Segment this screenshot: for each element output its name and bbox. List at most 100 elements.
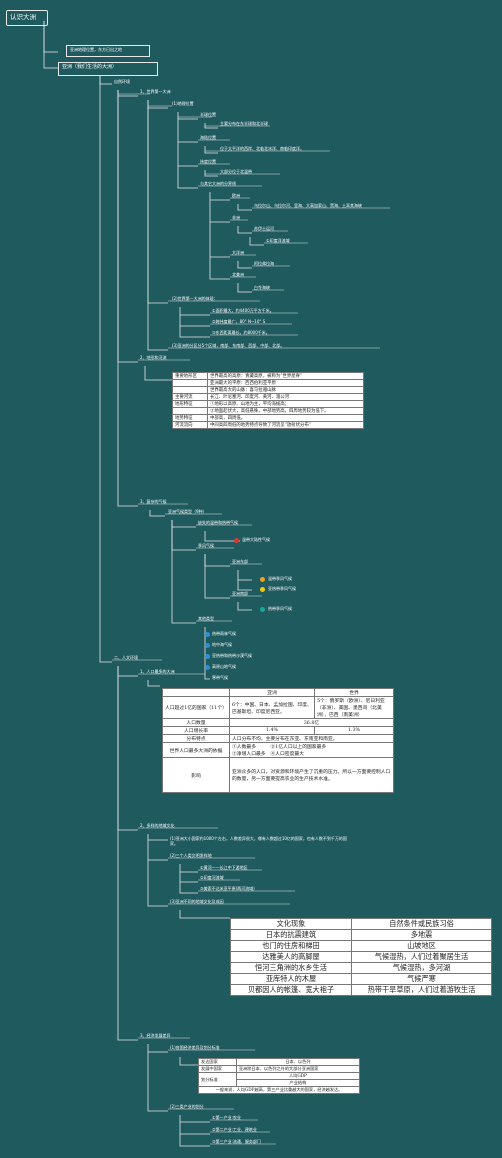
culture-row: 也门的住房和梯田山坡地区 (230, 940, 492, 952)
desert-dot (205, 654, 210, 659)
size-item-4: (3)亚洲的分区分5个区域，南部、东南部、西部、中部、北部。 (172, 343, 285, 348)
temperate-monsoon-dot (260, 577, 265, 582)
geo-note-node[interactable] (66, 45, 150, 57)
pop-head-0 (162, 688, 230, 697)
culture-cell-phenomenon: 也门的住房和梯田 (230, 940, 352, 952)
economy-e2c: ③第三产业:流通、服务部门 (212, 1139, 261, 1144)
pop-r6-label: 影响 (162, 757, 230, 793)
pop-r2-label: 人口数量 (162, 718, 230, 727)
terrain-cell-label: 地势特征 (172, 414, 208, 422)
pop-r3-label: 人口增长率 (162, 726, 230, 735)
terrain-row: ②地面起伏大，高低悬殊，中部地势高，四周地势较为低下。 (172, 407, 364, 415)
culture-row: 恒河三角洲的水乡生活气候湿热，多河湖 (230, 962, 492, 974)
pop-r1-label: 人口超过1亿的国家（11个） (162, 696, 230, 719)
terrain-cell-value: ②地面起伏大，高低悬殊，中部地势高，四周地势较为低下。 (207, 407, 364, 415)
terrain-cell-value: 中间高四周低的地势特点导致了河流呈“放射状分布” (207, 421, 364, 429)
pop-r1-world: 5个：俄罗斯（欧洲）、尼日利亚（非洲）、美国、墨西哥（北美洲）、巴西（南美洲） (314, 696, 394, 719)
pop-r5-label: 世界人口最多大洲的依据 (162, 742, 230, 758)
terrain-row: 重要地形区世界最高的高原：青藏高原，被称为“世界屋脊” (172, 372, 364, 380)
climate-o5: 寒带气候 (212, 675, 228, 680)
eco-r1-label: 发达国家 (198, 1058, 237, 1066)
size-item-3: ③东西距离最长，约8000千米。 (212, 330, 270, 335)
east-asia-label: 亚洲东部 (232, 559, 248, 564)
lat-title: 纬度位置 (200, 159, 216, 164)
culture-cell-phenomenon: 达雅美人的高脚屋 (230, 951, 352, 963)
half-title: 半球位置 (200, 112, 216, 117)
climate-o2: 地中海气候 (212, 642, 232, 647)
terrain-cell-label: 河流流向 (172, 421, 208, 429)
economy-e1: (1)各国经济差异及划分标准 (170, 1045, 220, 1050)
pop-head-world: 世界 (314, 688, 394, 697)
culture-cell-phenomenon: 日本的抗震建筑 (230, 929, 352, 941)
pop-r3-asia: 1.4% (229, 726, 315, 735)
population-table: 亚洲世界 人口超过1亿的国家（11个）6个：中国、日本、孟加拉国、印度、巴基斯坦… (162, 688, 394, 793)
terrain-cell-value: 世界最高的高原：青藏高原，被称为“世界屋脊” (207, 372, 364, 380)
culture-title: 2、多样的地域文化 (140, 823, 175, 828)
culture-c2c: ③美索不达米亚平原(两河流域) (200, 886, 255, 891)
culture-row: 日本的抗震建筑多地震 (230, 929, 492, 941)
namerica-label: 北美洲 (232, 272, 244, 277)
terrain-cell-label (172, 386, 208, 394)
culture-head-1: 自然条件或民族习俗 (351, 918, 492, 930)
economy-e2a: ①第一产业:农业 (212, 1115, 241, 1120)
culture-cell-cause: 气候湿热，人们过着聚居生活 (351, 951, 492, 963)
tropical-monsoon-dot (260, 607, 265, 612)
climate-m1: 温带季风气候 (268, 576, 292, 581)
eco-r2-value: 亚洲除日本、以色列之外的大部分亚洲国家 (235, 1065, 361, 1073)
asia-node[interactable] (58, 62, 158, 76)
culture-head-0: 文化现象 (230, 918, 352, 930)
climate-title: 3、复杂的气候 (140, 499, 167, 504)
economy-table: 发达国家日本、以色列 发展中国家亚洲除日本、以色列之外的大部分亚洲国家 划分标准… (198, 1058, 361, 1094)
sea-text: 位于太平洋的西岸、北临北冰洋、南临印度洋。 (220, 146, 304, 151)
temp-note: 温带大陆性气候 (242, 537, 270, 542)
temp-title: 缺失的温带和热带气候 (198, 520, 238, 525)
terrain-cell-label (172, 379, 208, 387)
asia-title: 亚洲（我们生活的大洲） (62, 64, 118, 70)
eco-r5-value: 一般来说，人均GDP越高，第三产业比重越大的国家，经济越发达。 (198, 1086, 360, 1094)
economy-e2b: ②第二产业:工业、建筑业 (212, 1127, 257, 1132)
mediterranean-dot (205, 643, 210, 648)
terrain-cell-value: 中部高，四周低。 (207, 414, 364, 422)
terrain-cell-label: 主要河流 (172, 393, 208, 401)
climate-o1: 热带雨林气候 (212, 631, 236, 636)
culture-c2a: ①黄河——长江中下游地区 (200, 865, 248, 870)
pop-r3-world: 1.3% (314, 726, 394, 735)
terrain-row: 地势特征中部高，四周低。 (172, 414, 364, 422)
pop-r5-line2: ③净增人口最多 ④人口密度最大 (232, 752, 304, 757)
culture-row: 亚库特人的木屋气候严寒 (230, 973, 492, 985)
namerica-line: 白令海峡 (254, 285, 270, 290)
pop-head-asia: 亚洲 (229, 688, 315, 697)
economy-e2: (2)三类产业的划分 (170, 1104, 204, 1109)
culture-row: 达雅美人的高脚屋气候湿热，人们过着聚居生活 (230, 951, 492, 963)
culture-cell-cause: 热带干旱草原，人们过着游牧生活 (351, 984, 492, 996)
europe-line: 乌拉尔山、乌拉尔河、里海、大高加索山、黑海、土耳其海峡 (254, 203, 362, 208)
terrain-cell-label: 地形特征 (172, 400, 208, 408)
culture-cell-phenomenon: 亚库特人的木屋 (230, 973, 352, 985)
pop-r6-value: 亚洲众多的人口，对资源和环境产生了沉重的压力。所以一方面要控制人口的数量，另一方… (229, 757, 394, 793)
size-title: (2)世界第一大洲的体现： (172, 296, 218, 301)
border-title: 与其它大洲的分界线 (200, 181, 236, 186)
climate-o4: 高原山地气候 (212, 664, 236, 669)
culture-cell-phenomenon: 贝都因人的帐篷、宽大袍子 (230, 984, 352, 996)
terrain-cell-value: 长江、叶尼塞河、印度河、黄河、湄公河 (207, 393, 364, 401)
pop-r4-label: 分布特点 (162, 734, 230, 743)
eco-r4-value: 产业结构 (235, 1079, 361, 1087)
terrain-row: 亚洲最大的平原：西西伯利亚平原 (172, 379, 364, 387)
terrain-cell-value: 世界最高大的山脉：喜马拉雅山脉 (207, 386, 364, 394)
terrain-row: 世界最高大的山脉：喜马拉雅山脉 (172, 386, 364, 394)
root-title: 认识大洲 (10, 13, 36, 21)
europe-label: 欧洲 (232, 193, 240, 198)
root-node[interactable] (6, 10, 48, 26)
plateau-dot (205, 665, 210, 670)
world-first: 1、世界第一大洲 (140, 89, 171, 94)
size-item-2: ②跨纬度最广，80° N~10° S (212, 319, 266, 324)
africa-note: ①印度洋流域 (266, 238, 290, 243)
terrain-table: 重要地形区世界最高的高原：青藏高原，被称为“世界屋脊”亚洲最大的平原：西西伯利亚… (172, 372, 364, 429)
terrain-row: 主要河流长江、叶尼塞河、印度河、黄河、湄公河 (172, 393, 364, 401)
geo-note: 亚洲地理位置，东方日出之地 (70, 47, 122, 52)
climate-o3: 亚热带和热带沙漠气候 (212, 653, 252, 658)
south-asia-label: 亚洲南部 (232, 591, 248, 596)
culture-c2b: ②印度河流域 (200, 875, 224, 880)
other-title: 其他类型 (198, 616, 214, 621)
